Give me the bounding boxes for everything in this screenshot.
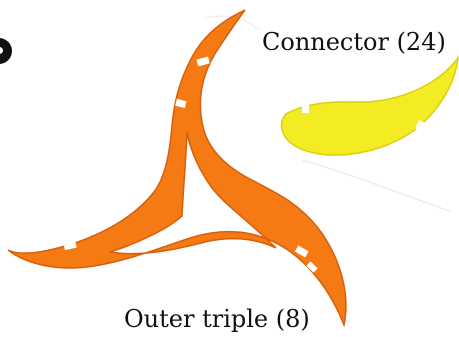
connector-label: Connector (24) (262, 28, 446, 56)
outer-triple-notch-left (63, 240, 77, 251)
partial-circle-icon (0, 38, 12, 64)
outer-triple-piece (7, 9, 347, 328)
connector-shadow (301, 159, 453, 213)
connector-notch-left (302, 104, 309, 113)
connector-piece (280, 55, 459, 156)
outer-triple-notch-inner-left (175, 98, 187, 109)
connector-notch-right (415, 120, 426, 132)
outer-triple-notch-bottom (294, 245, 309, 258)
outer-triple-notch-bottom-2 (306, 261, 318, 273)
outer-triple-label: Outer triple (8) (124, 305, 310, 333)
outer-triple-notch-top (196, 56, 210, 67)
